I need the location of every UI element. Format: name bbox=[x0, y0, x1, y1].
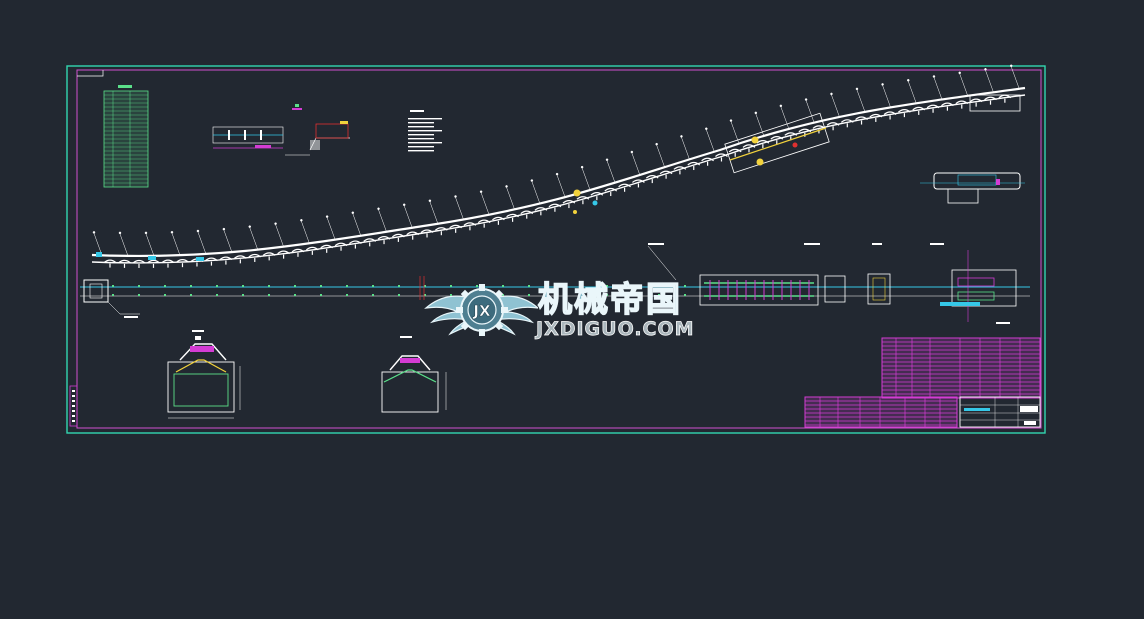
spec-table bbox=[103, 85, 149, 188]
detail-view-rail bbox=[212, 104, 302, 149]
bill-of-materials bbox=[804, 337, 1041, 428]
conveyor-profile bbox=[91, 64, 1026, 268]
title-block bbox=[959, 396, 1041, 428]
cross-section-b bbox=[381, 336, 447, 413]
head-pulley-detail bbox=[920, 172, 1025, 204]
title-tab bbox=[77, 70, 104, 77]
plan-view bbox=[80, 243, 1030, 324]
drawing-inner-frame bbox=[76, 69, 1042, 429]
gear-wings-icon: JX bbox=[424, 284, 538, 336]
notes-block bbox=[408, 110, 442, 152]
emblem-letters: JX bbox=[472, 302, 491, 320]
watermark: JX 机械帝国 JXDIGUO.COM bbox=[424, 276, 724, 346]
cross-section-a bbox=[167, 330, 241, 419]
detail-view-bracket bbox=[285, 121, 350, 156]
watermark-chinese: 机械帝国 bbox=[537, 280, 682, 320]
drawing-outer-frame bbox=[66, 65, 1046, 434]
revision-strip bbox=[69, 385, 78, 427]
watermark-latin: JXDIGUO.COM bbox=[536, 318, 695, 341]
